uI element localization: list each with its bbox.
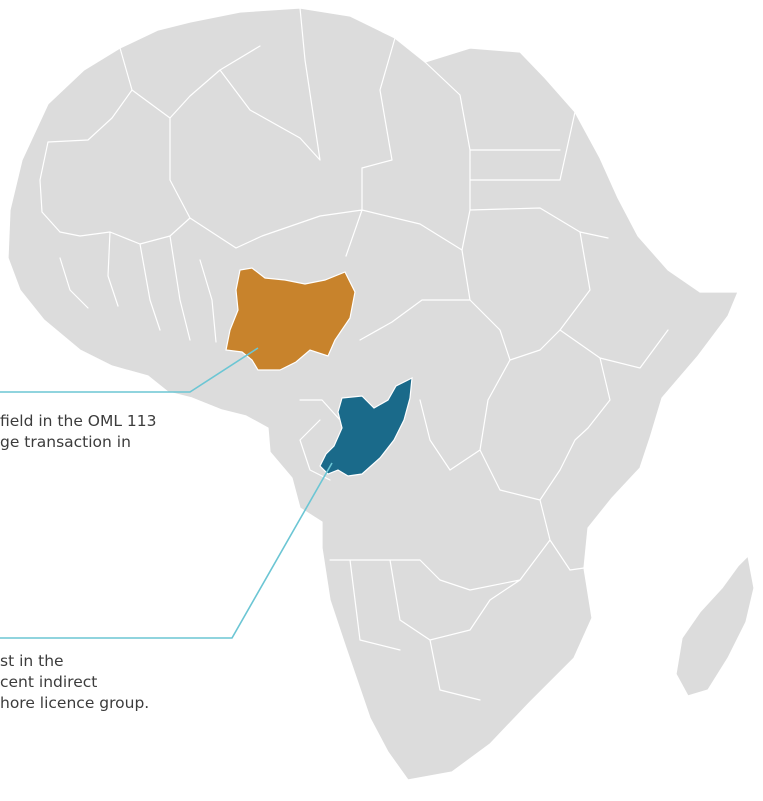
congo-callout-line-2: cent indirect bbox=[0, 673, 98, 691]
congo-leader-line bbox=[0, 462, 333, 639]
nigeria-region bbox=[225, 267, 356, 371]
africa-landmass bbox=[7, 7, 739, 781]
nigeria-callout-line-1: field in the OML 113 bbox=[0, 412, 157, 430]
nigeria-callout-line-2: ge transaction in bbox=[0, 433, 131, 451]
nigeria-leader-line bbox=[0, 347, 259, 393]
congo-region bbox=[319, 376, 413, 477]
congo-callout-line-3: hore licence group. bbox=[0, 694, 150, 712]
congo-callout-line-1: st in the bbox=[0, 652, 64, 670]
country-borders bbox=[39, 7, 669, 701]
madagascar bbox=[675, 555, 755, 697]
congo-callout: st in the cent indirect hore licence gro… bbox=[0, 651, 149, 714]
nigeria-callout: field in the OML 113 ge transaction in bbox=[0, 411, 157, 453]
